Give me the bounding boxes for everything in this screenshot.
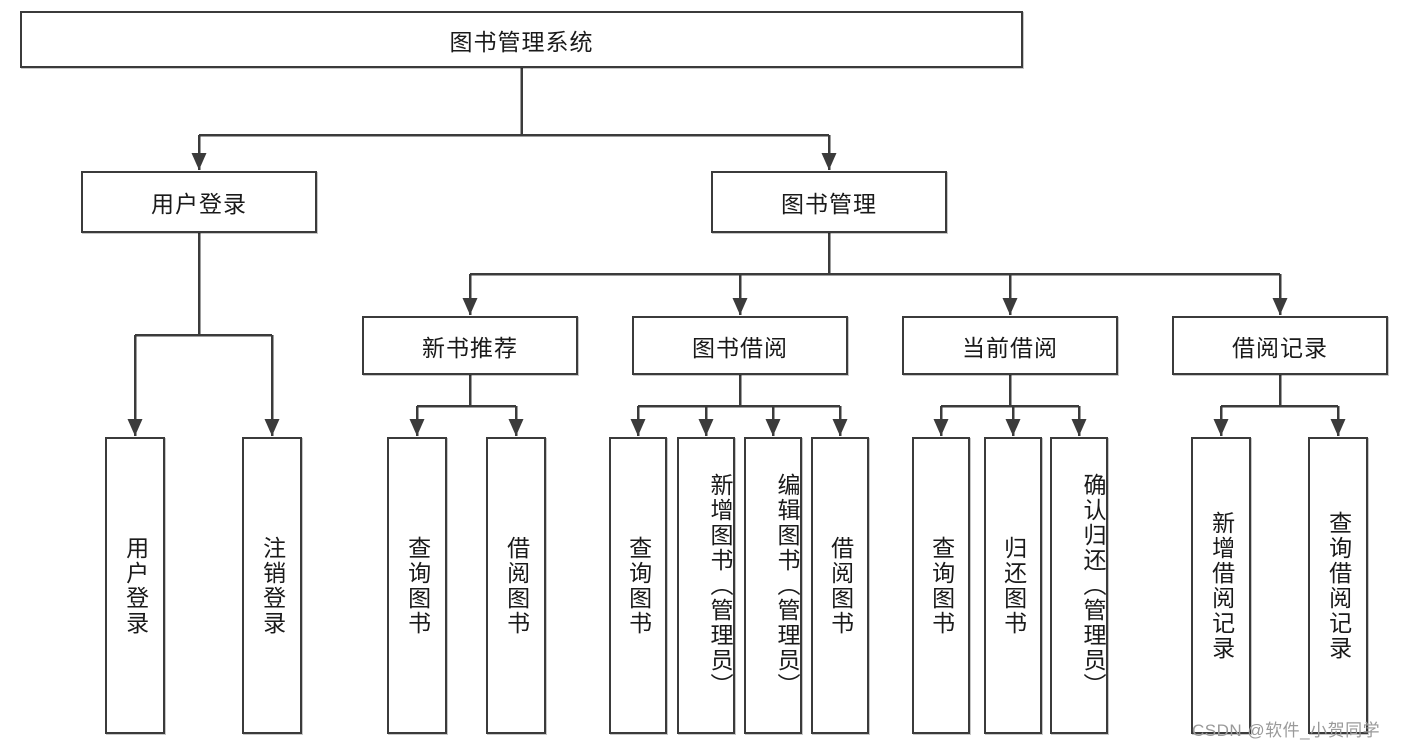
node-new-book-rec[interactable]: 新书推荐: [362, 316, 578, 375]
node-leaf-return-book-label: 归还图书: [1000, 535, 1027, 636]
node-root-title-label: 图书管理系统: [449, 28, 594, 55]
node-leaf-query-book-3[interactable]: 查询图书: [912, 437, 970, 734]
node-book-manage[interactable]: 图书管理: [711, 171, 947, 233]
node-book-borrow[interactable]: 图书借阅: [632, 316, 848, 375]
node-user-login-label: 用户登录: [151, 191, 247, 217]
node-leaf-query-book-2-label: 查询图书: [625, 535, 652, 636]
node-leaf-add-book-admin-label: 新增图书（管理员）: [707, 473, 733, 698]
watermark-label: CSDN @软件_小贺同学: [1192, 721, 1381, 740]
node-leaf-query-borrow-record-label: 查询借阅记录: [1325, 510, 1352, 661]
node-leaf-add-borrow-record[interactable]: 新增借阅记录: [1191, 437, 1251, 734]
node-leaf-query-book-1-label: 查询图书: [404, 535, 431, 636]
node-borrow-record[interactable]: 借阅记录: [1172, 316, 1388, 375]
node-new-book-rec-label: 新书推荐: [422, 334, 518, 361]
node-leaf-borrow-book-2-label: 借阅图书: [827, 535, 854, 636]
node-leaf-confirm-return-admin-label: 确认归还（管理员）: [1080, 473, 1106, 698]
node-leaf-logout[interactable]: 注销登录: [242, 437, 302, 734]
node-leaf-return-book[interactable]: 归还图书: [984, 437, 1042, 734]
node-book-manage-label: 图书管理: [781, 191, 877, 217]
node-book-borrow-label: 图书借阅: [692, 334, 788, 361]
node-leaf-query-borrow-record[interactable]: 查询借阅记录: [1308, 437, 1368, 734]
node-leaf-user-login-label: 用户登录: [122, 535, 149, 636]
node-current-borrow-label: 当前借阅: [962, 334, 1058, 361]
node-root-title[interactable]: 图书管理系统: [20, 11, 1023, 68]
node-leaf-add-book-admin[interactable]: 新增图书（管理员）: [677, 437, 735, 734]
node-leaf-query-book-2[interactable]: 查询图书: [609, 437, 667, 734]
node-leaf-query-book-1[interactable]: 查询图书: [387, 437, 447, 734]
node-current-borrow[interactable]: 当前借阅: [902, 316, 1118, 375]
node-leaf-edit-book-admin-label: 编辑图书（管理员）: [774, 473, 800, 698]
node-leaf-edit-book-admin[interactable]: 编辑图书（管理员）: [744, 437, 802, 734]
node-leaf-confirm-return-admin[interactable]: 确认归还（管理员）: [1050, 437, 1108, 734]
node-leaf-add-borrow-record-label: 新增借阅记录: [1208, 510, 1235, 661]
node-leaf-query-book-3-label: 查询图书: [928, 535, 955, 636]
node-leaf-borrow-book-1[interactable]: 借阅图书: [486, 437, 546, 734]
node-leaf-borrow-book-1-label: 借阅图书: [503, 535, 530, 636]
node-leaf-logout-label: 注销登录: [259, 535, 286, 636]
node-leaf-user-login[interactable]: 用户登录: [105, 437, 165, 734]
node-borrow-record-label: 借阅记录: [1232, 334, 1328, 361]
node-user-login[interactable]: 用户登录: [81, 171, 317, 233]
node-leaf-borrow-book-2[interactable]: 借阅图书: [811, 437, 869, 734]
